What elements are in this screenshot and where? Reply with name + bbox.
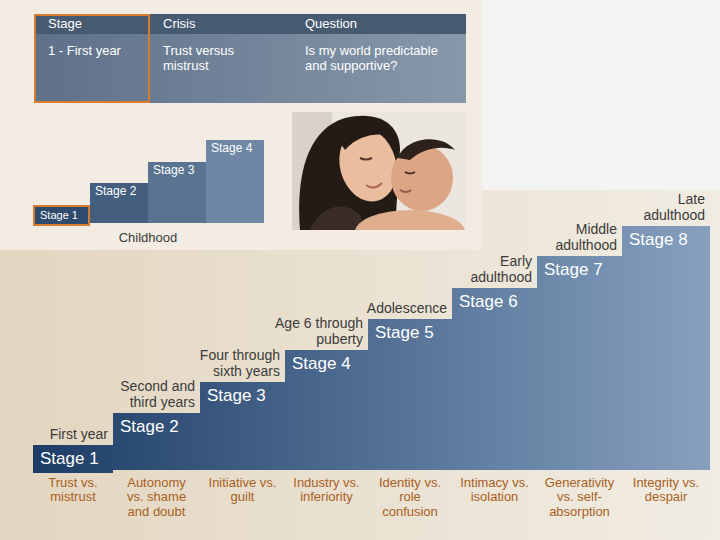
stage-name: Stage 1 [40, 209, 89, 222]
stage-step: Stage 1 [33, 205, 90, 226]
table-cell: Is my world predictable and supportive? [305, 44, 460, 74]
table-cell: Question [305, 17, 455, 32]
corner-panel [482, 0, 720, 190]
stage-name: Stage 8 [629, 230, 707, 250]
crisis-label: Integrity vs. despair [630, 476, 702, 505]
crisis-label: Trust vs. mistrust [36, 476, 110, 505]
baby-body [355, 210, 465, 230]
stage-step: Stage 2 [90, 183, 148, 223]
stage-name: Stage 3 [207, 386, 282, 406]
stage-name: Stage 4 [211, 142, 261, 156]
group-label: Childhood [100, 231, 196, 245]
stage-name: Stage 7 [544, 260, 619, 280]
table-header: Stage Crisis Question [34, 14, 466, 34]
stage-step: Stage 2 [113, 413, 200, 470]
stage-name: Stage 2 [95, 185, 145, 199]
stage-step: Stage 4 [206, 140, 264, 223]
stage-name: Stage 3 [153, 164, 203, 178]
stage-step: Stage 8 [622, 226, 710, 470]
crisis-label: Industry vs. inferiority [288, 476, 365, 505]
stage-step: Stage 7 [537, 256, 622, 470]
table-row: 1 - First year Trust versus mistrust Is my… [34, 34, 466, 103]
stage-step: Stage 3 [200, 382, 285, 470]
table-cell: Trust versus mistrust [163, 44, 263, 74]
stage-step: Stage 3 [148, 162, 206, 223]
stage-step: Stage 1 [33, 445, 113, 473]
age-label: First year [28, 427, 108, 442]
age-label: Age 6 through puberty [263, 316, 363, 347]
mother-baby-photo [292, 112, 466, 230]
mother-fringe [338, 125, 395, 150]
age-label: Late adulthood [630, 192, 705, 223]
mother-shoulder [310, 207, 365, 230]
stage-step: Stage 5 [368, 319, 452, 470]
table-cell: Crisis [163, 17, 283, 32]
baby-mouth [400, 190, 411, 192]
stage-step: Stage 4 [285, 350, 368, 470]
age-label: Adolescence [352, 301, 447, 316]
crisis-label: Initiative vs. guilt [207, 476, 279, 505]
baby-eye [405, 172, 415, 174]
photo-ground [292, 112, 466, 230]
mother-eye [360, 158, 372, 160]
crisis-label: Intimacy vs. isolation [455, 476, 535, 505]
crisis-label: Generativity vs. self-absorption [540, 476, 620, 519]
age-label: Second and third years [110, 379, 195, 410]
mother-smile [366, 183, 382, 188]
age-label: Four through sixth years [188, 348, 280, 379]
crisis-label: Identity vs. role confusion [371, 476, 449, 519]
age-label: Early adulthood [460, 254, 532, 285]
stage-name: Stage 6 [459, 292, 534, 312]
crisis-label: Autonomy vs. shame and doubt [122, 476, 192, 519]
stage-name: Stage 4 [292, 354, 365, 374]
age-label: Middle adulthood [542, 222, 617, 253]
highlight-frame [34, 14, 150, 103]
stage-name: Stage 1 [40, 449, 110, 469]
stage-name: Stage 2 [120, 417, 197, 437]
baby-hair [398, 139, 455, 160]
table-cell: Stage [48, 17, 148, 32]
stage-name: Stage 5 [375, 323, 449, 343]
table-cell: 1 - First year [48, 44, 148, 59]
stage-step: Stage 6 [452, 288, 537, 470]
